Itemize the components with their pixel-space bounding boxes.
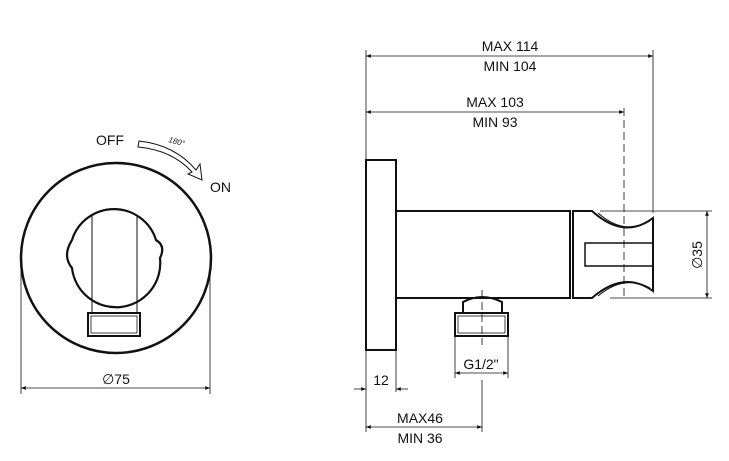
side-view: MAX 114 MIN 104 MAX 103 MIN 93 ∅35 G1/2"… — [354, 38, 712, 446]
outlet-max: MAX46 — [397, 410, 443, 426]
flange — [365, 159, 397, 351]
flange-outline — [19, 161, 213, 355]
holder-min: MIN 93 — [472, 114, 517, 130]
knob-outline — [65, 208, 164, 309]
outlet-nut — [454, 312, 509, 337]
outlet-nut — [87, 312, 141, 337]
flange-thickness-label: 12 — [373, 372, 389, 388]
head-diameter-label: ∅35 — [689, 241, 705, 269]
outlet — [462, 296, 503, 313]
overall-max: MAX 114 — [482, 38, 539, 54]
off-label: OFF — [96, 132, 124, 148]
outlet-min: MIN 36 — [397, 430, 442, 446]
rotation-label: 180° — [167, 135, 186, 148]
holder-head — [572, 210, 654, 299]
front-view: OFF 180° ON ∅75 — [19, 132, 231, 394]
overall-min: MIN 104 — [484, 58, 537, 74]
rotation-arrow-icon — [137, 140, 203, 181]
diameter-label: ∅75 — [102, 371, 130, 387]
thread-label: G1/2" — [463, 356, 498, 372]
holder-max: MAX 103 — [466, 94, 524, 110]
on-label: ON — [210, 179, 231, 195]
body — [395, 210, 571, 299]
